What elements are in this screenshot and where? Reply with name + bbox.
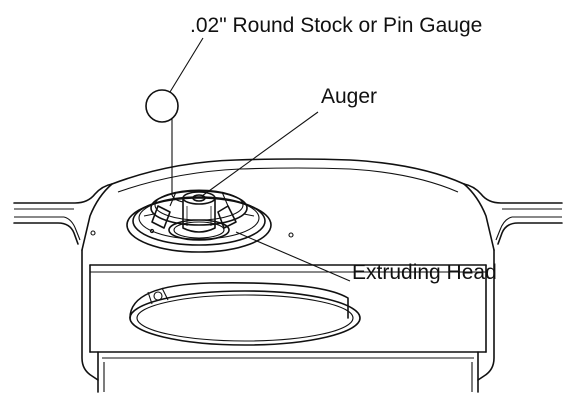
pin-gauge (146, 90, 183, 202)
extruding-head (127, 190, 271, 252)
callout-auger-label: Auger (321, 86, 377, 107)
callout-extruding-head-label: Extruding Head (352, 262, 497, 283)
hopper-cylinder (130, 283, 360, 345)
top-plate (82, 159, 494, 250)
left-arm (14, 184, 112, 244)
callout-pin-gauge-label: .02" Round Stock or Pin Gauge (190, 15, 482, 36)
right-arm (464, 184, 562, 244)
